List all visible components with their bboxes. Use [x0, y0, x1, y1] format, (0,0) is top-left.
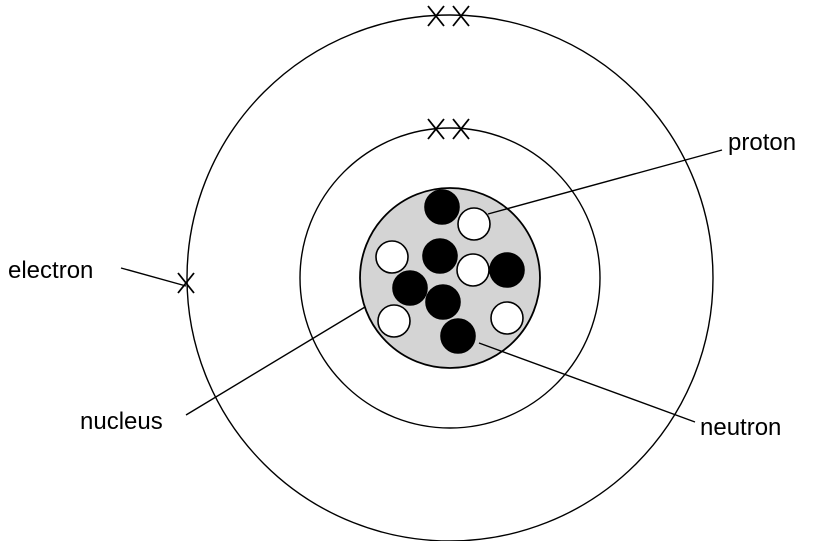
neutron-label: neutron — [700, 414, 781, 441]
electron-leader-line — [121, 268, 186, 286]
electron-label: electron — [8, 257, 93, 284]
proton-particle — [491, 302, 523, 334]
proton-particle — [376, 241, 408, 273]
neutron-particle — [426, 285, 460, 319]
neutron-particle — [393, 271, 427, 305]
proton-label: proton — [728, 129, 796, 156]
proton-particle — [457, 254, 489, 286]
neutron-particle — [490, 253, 524, 287]
neutron-particle — [423, 239, 457, 273]
proton-particle — [458, 208, 490, 240]
neutron-leader-line — [479, 343, 695, 422]
proton-particle — [378, 305, 410, 337]
nucleus-leader-line — [186, 307, 365, 415]
electron-x-mark — [178, 273, 194, 293]
proton-leader-line — [488, 150, 722, 214]
neutron-particle — [441, 319, 475, 353]
neutron-particle — [425, 190, 459, 224]
nucleus-label: nucleus — [80, 408, 163, 435]
